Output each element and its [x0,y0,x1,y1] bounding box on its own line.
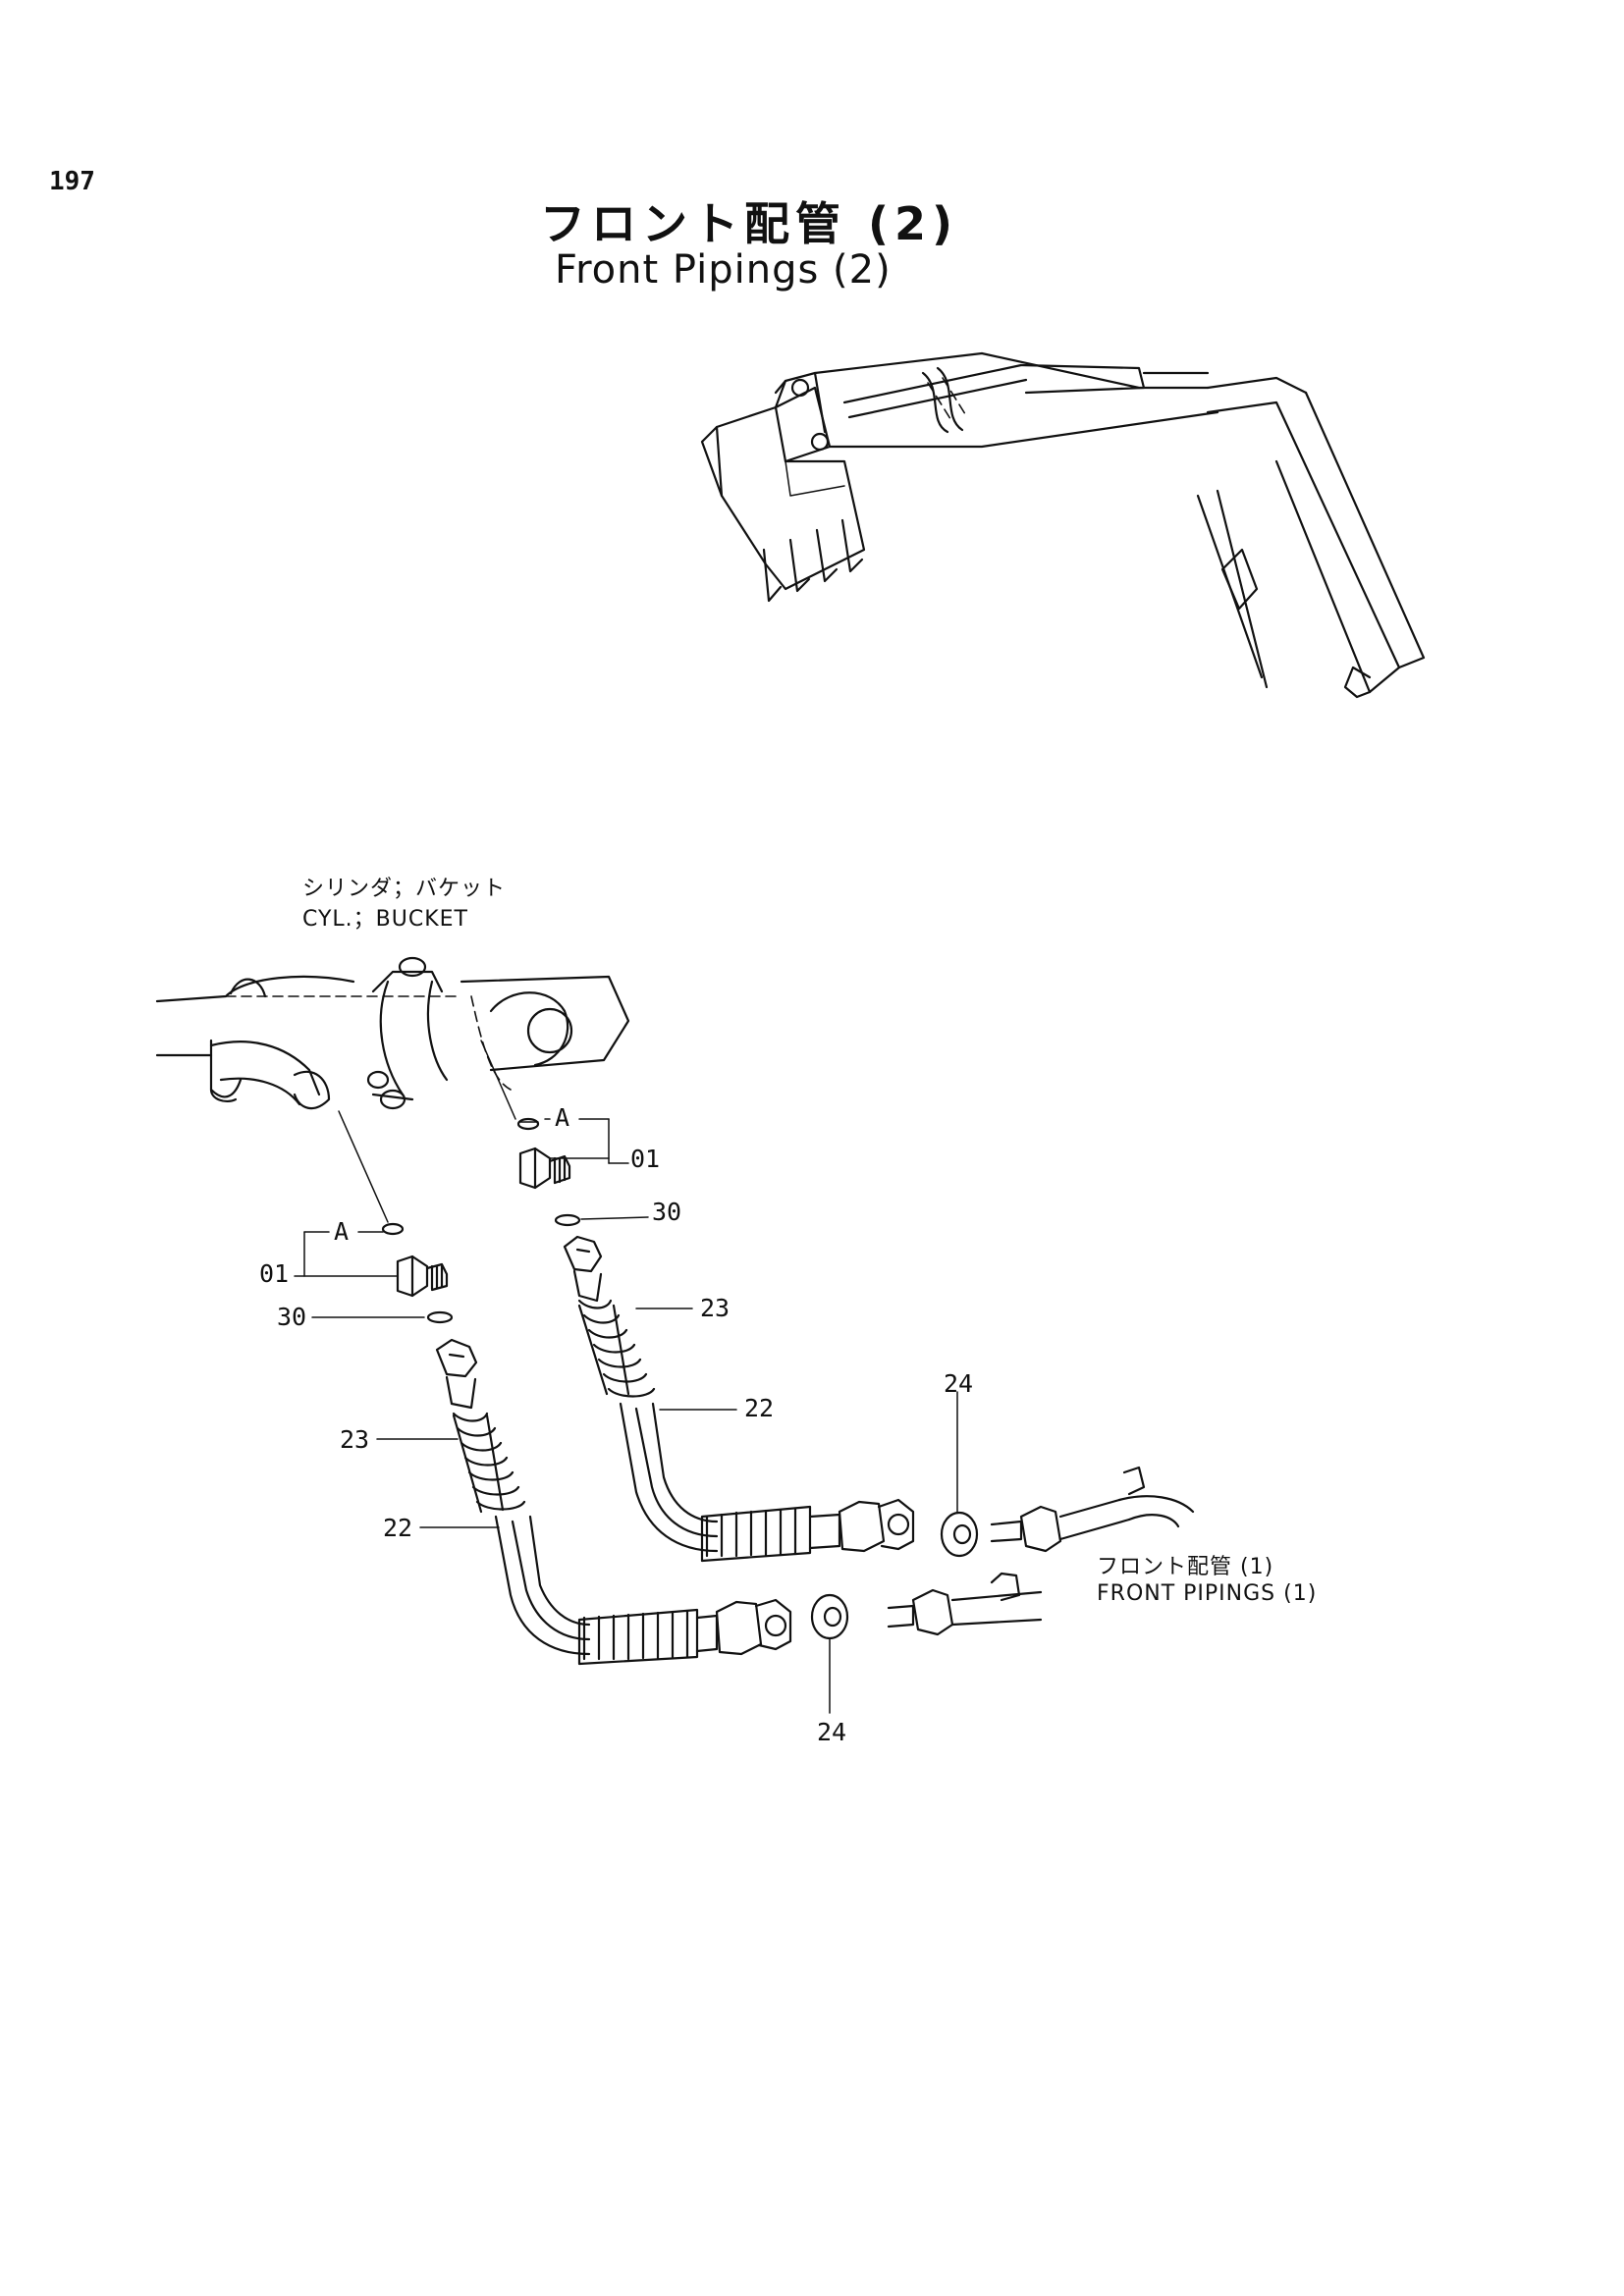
washer-upper [940,1511,979,1558]
callout-part-22-lower: 22 [383,1514,413,1542]
callout-detail-a-upper: A [555,1103,570,1132]
callout-part-30-upper: 30 [652,1198,682,1226]
spring-guard-upper [577,1299,656,1398]
callout-part-01-upper: 01 [630,1145,661,1173]
washer-lower [810,1593,849,1640]
caption-bucket-cylinder-en: CYL.；BUCKET [302,907,468,932]
bucket-cylinder-illustration [155,956,630,1110]
page-number: 197 [49,167,95,196]
callout-part-30-lower: 30 [277,1303,307,1331]
callout-part-01-lower: 01 [259,1259,290,1288]
callout-part-22-upper: 22 [744,1394,775,1422]
page-title-english: Front Pipings (2) [555,247,892,293]
callout-detail-a-lower: A [334,1217,350,1246]
callout-part-23-lower: 23 [340,1425,370,1454]
adapter-fitting-lower [396,1255,449,1298]
caption-front-pipings-jp: フロント配管 (1) [1097,1555,1274,1579]
lower-hose-assembly [294,1110,1043,1714]
upper-hose-assembly [480,1040,1195,1563]
caption-front-pipings-en: FRONT PIPINGS (1) [1097,1581,1318,1606]
excavator-front-overview-illustration [700,351,1426,699]
callout-part-23-upper: 23 [700,1294,731,1322]
page-title-japanese: フロント配管 (2) [540,197,959,250]
adapter-fitting-upper [518,1147,571,1190]
caption-bucket-cylinder-jp: シリンダ；バケット [302,877,507,901]
spring-guard-lower [452,1412,526,1514]
callout-part-24-upper: 24 [944,1369,974,1398]
hose-lower [494,1515,591,1656]
callout-part-24-lower: 24 [817,1718,847,1746]
